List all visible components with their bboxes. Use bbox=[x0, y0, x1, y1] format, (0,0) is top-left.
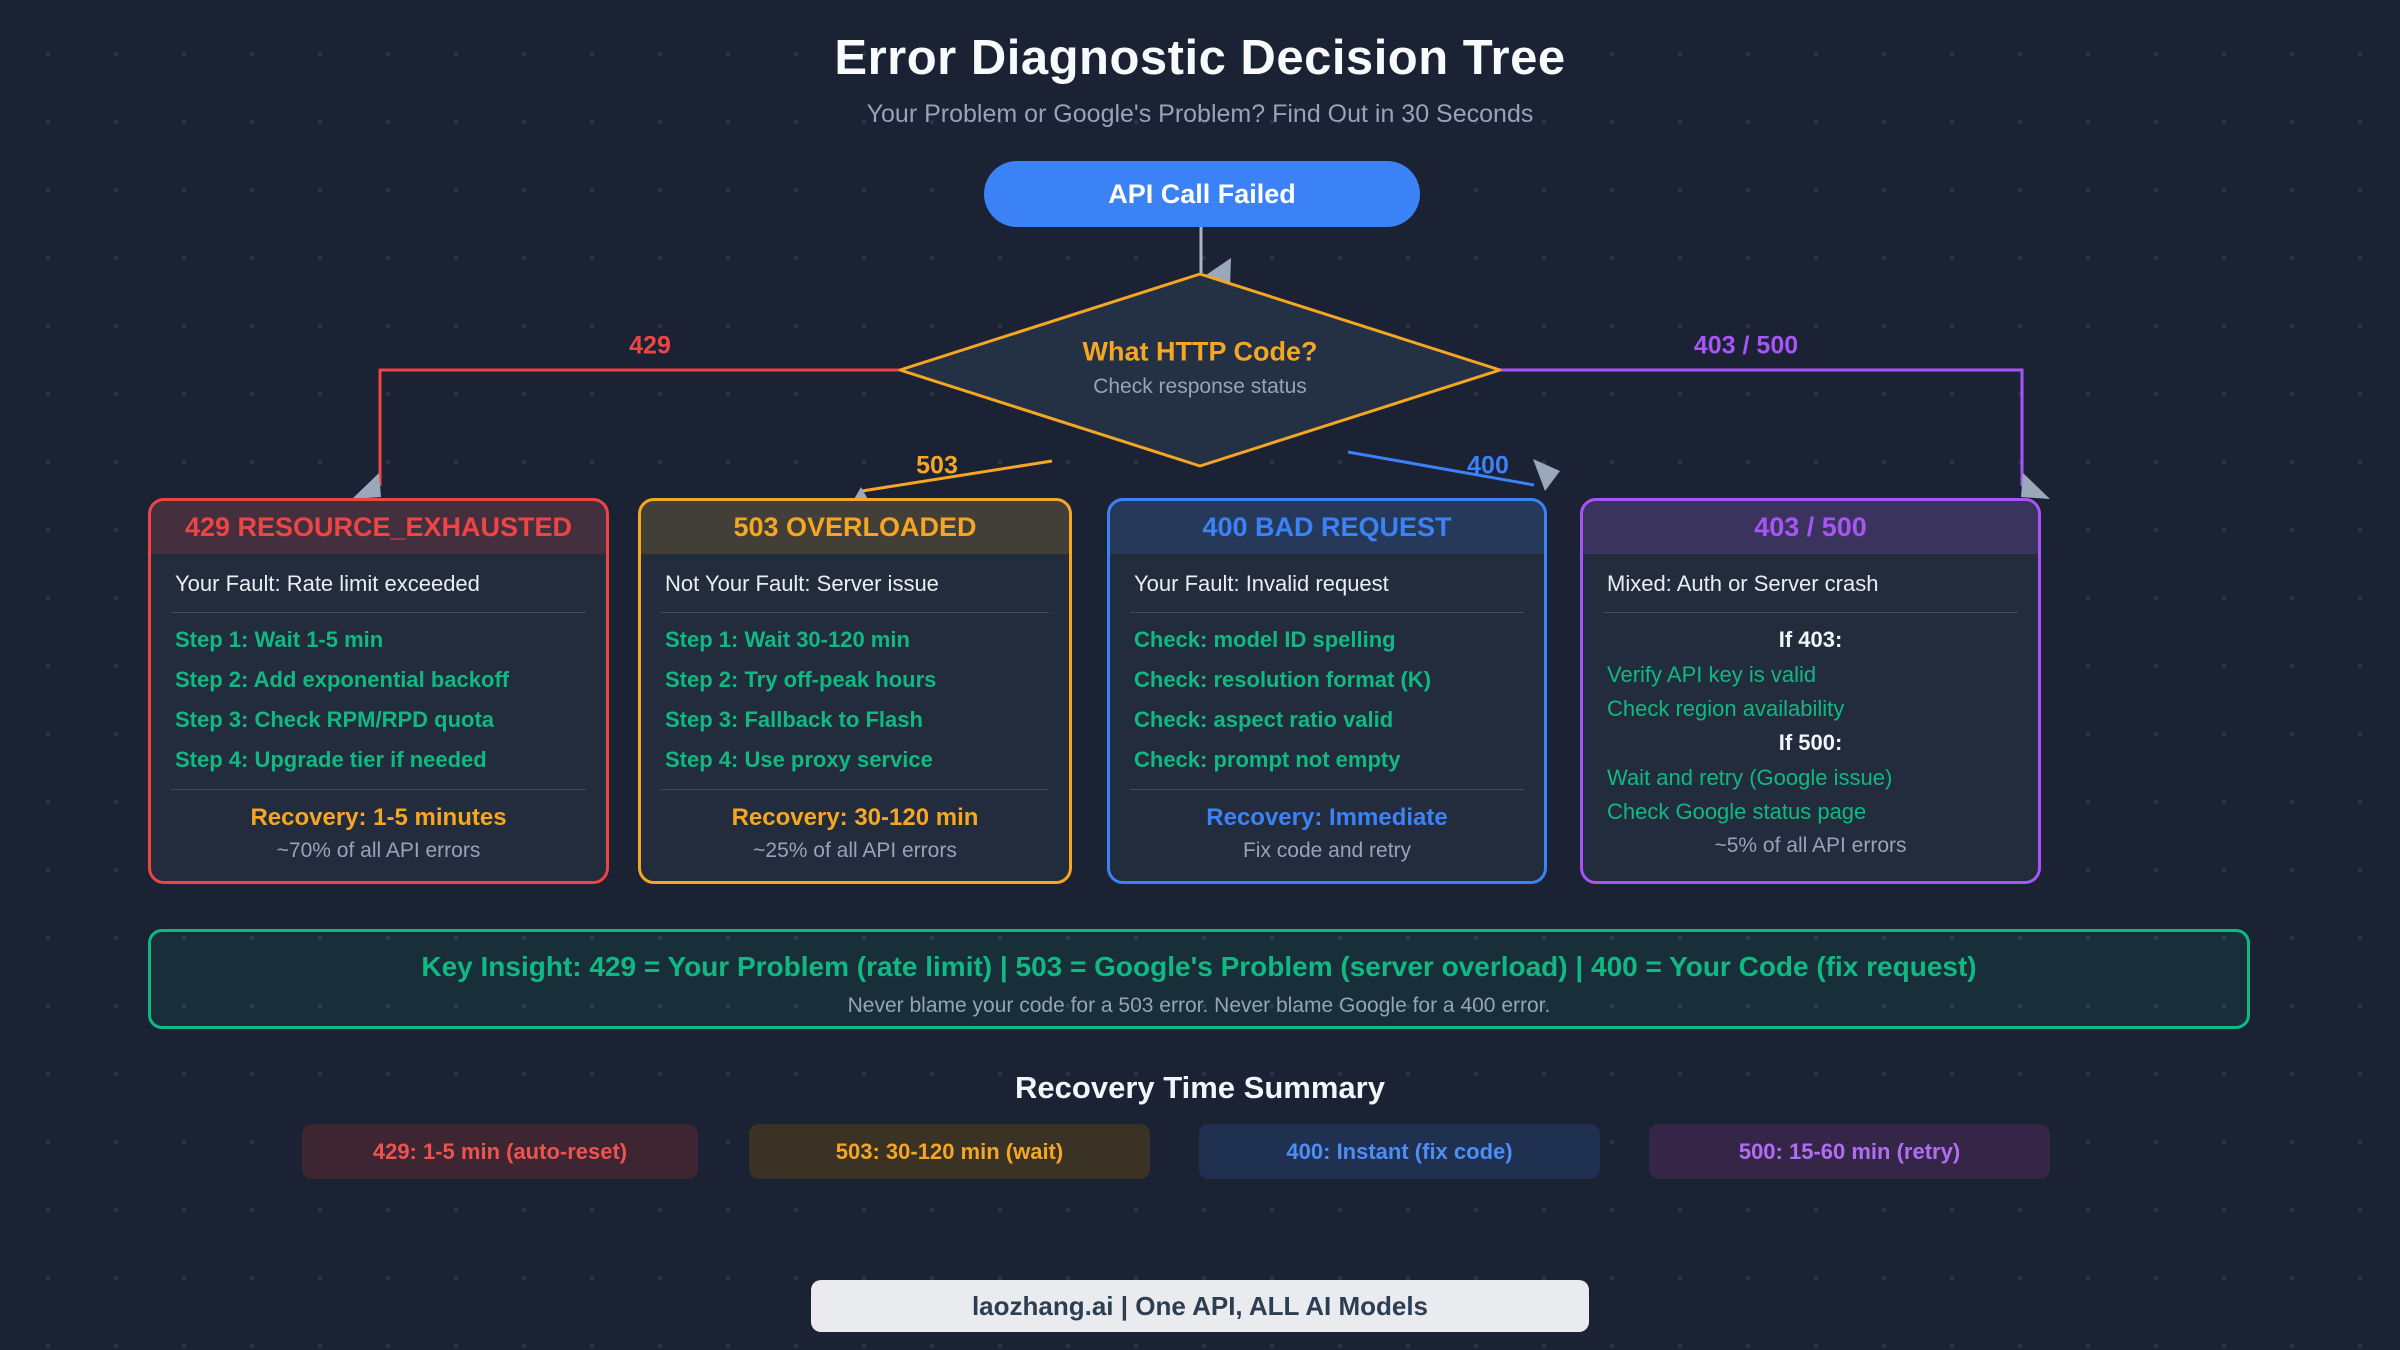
arrowhead-icon bbox=[1533, 459, 1560, 491]
arrowhead-icon bbox=[1203, 258, 1231, 288]
card-line-recovery: Recovery: 30-120 min bbox=[731, 804, 979, 831]
decision-title: What HTTP Code? bbox=[1082, 336, 1318, 367]
card-line-item: Check Google status page bbox=[1607, 799, 1867, 824]
arrowhead-icon bbox=[2021, 473, 2050, 499]
card-title: 400 BAD REQUEST bbox=[1110, 501, 1544, 554]
decision-diamond bbox=[898, 272, 1502, 468]
card-title: 429 RESOURCE_EXHAUSTED bbox=[151, 501, 606, 554]
divider bbox=[171, 612, 586, 613]
card-line-step: Step 2: Add exponential backoff bbox=[175, 667, 510, 692]
card-line-step: Step 4: Upgrade tier if needed bbox=[175, 747, 487, 772]
edge-label-403-500: 403 / 500 bbox=[1693, 331, 1799, 360]
divider bbox=[661, 612, 1049, 613]
key-insight-note: Never blame your code for a 503 error. N… bbox=[847, 994, 1551, 1017]
start-node-api-call-failed: API Call Failed bbox=[984, 161, 1420, 227]
card-line-step: Check: aspect ratio valid bbox=[1134, 707, 1394, 732]
card-line-step: Step 3: Fallback to Flash bbox=[665, 707, 923, 732]
card-title: 403 / 500 bbox=[1583, 501, 2038, 554]
arrowhead-icon bbox=[352, 473, 381, 499]
card-fault-text: Your Fault: Rate limit exceeded bbox=[175, 571, 480, 596]
chip-429-recovery: 429: 1-5 min (auto-reset) bbox=[302, 1124, 698, 1179]
card-line-step: Step 1: Wait 30-120 min bbox=[665, 627, 910, 652]
card-line-subhead: If 403: bbox=[1778, 627, 1843, 652]
card-line-recovery: Recovery: 1-5 minutes bbox=[250, 804, 507, 831]
card-line-note: ~25% of all API errors bbox=[753, 839, 957, 862]
card-400-bad-request: 400 BAD REQUEST Your Fault: Invalid requ… bbox=[1107, 498, 1547, 884]
card-503-overloaded: 503 OVERLOADED Not Your Fault: Server is… bbox=[638, 498, 1072, 884]
key-insight-banner: Key Insight: 429 = Your Problem (rate li… bbox=[148, 929, 2250, 1029]
card-line-item: Verify API key is valid bbox=[1607, 662, 1817, 687]
recovery-summary-heading: Recovery Time Summary bbox=[1015, 1070, 1385, 1105]
card-line-step: Check: model ID spelling bbox=[1134, 627, 1396, 652]
decision-subtitle: Check response status bbox=[1093, 375, 1307, 398]
card-403-500: 403 / 500 Mixed: Auth or Server crash If… bbox=[1580, 498, 2041, 884]
divider bbox=[1130, 789, 1524, 790]
card-line-step: Step 3: Check RPM/RPD quota bbox=[175, 707, 495, 732]
divider bbox=[1130, 612, 1524, 613]
card-line-note: ~70% of all API errors bbox=[276, 839, 481, 862]
card-line-recovery: Recovery: Immediate bbox=[1206, 804, 1448, 831]
card-line-step: Step 2: Try off-peak hours bbox=[665, 667, 937, 692]
card-line-subhead: If 500: bbox=[1778, 730, 1843, 755]
chip-400-recovery: 400: Instant (fix code) bbox=[1199, 1124, 1600, 1179]
chip-503-recovery: 503: 30-120 min (wait) bbox=[749, 1124, 1150, 1179]
card-line-step: Step 1: Wait 1-5 min bbox=[175, 627, 384, 652]
divider bbox=[661, 789, 1049, 790]
card-fault-text: Your Fault: Invalid request bbox=[1134, 571, 1389, 596]
card-fault-text: Mixed: Auth or Server crash bbox=[1607, 571, 1879, 596]
edge-429 bbox=[378, 368, 900, 486]
key-insight-headline: Key Insight: 429 = Your Problem (rate li… bbox=[421, 951, 1977, 982]
edge-label-503: 503 bbox=[916, 451, 958, 480]
card-title: 503 OVERLOADED bbox=[641, 501, 1069, 554]
divider bbox=[1603, 612, 2018, 613]
edge-403-500 bbox=[1500, 368, 2024, 486]
edge-label-429: 429 bbox=[629, 331, 671, 360]
card-line-item: Check region availability bbox=[1607, 696, 1845, 721]
page-title: Error Diagnostic Decision Tree bbox=[834, 31, 1566, 85]
card-line-note: ~5% of all API errors bbox=[1714, 834, 1907, 857]
card-429-resource-exhausted: 429 RESOURCE_EXHAUSTED Your Fault: Rate … bbox=[148, 498, 609, 884]
card-line-note: Fix code and retry bbox=[1242, 839, 1412, 862]
divider bbox=[171, 789, 586, 790]
page-subtitle: Your Problem or Google's Problem? Find O… bbox=[866, 100, 1534, 128]
chip-500-recovery: 500: 15-60 min (retry) bbox=[1649, 1124, 2050, 1179]
edge-label-400: 400 bbox=[1467, 451, 1509, 480]
laozhang-brand-badge: laozhang.ai | One API, ALL AI Models bbox=[811, 1280, 1589, 1332]
card-line-step: Step 4: Use proxy service bbox=[665, 747, 933, 772]
card-line-step: Check: resolution format (K) bbox=[1134, 667, 1432, 692]
card-fault-text: Not Your Fault: Server issue bbox=[665, 571, 939, 596]
card-line-item: Wait and retry (Google issue) bbox=[1607, 765, 1893, 790]
card-line-step: Check: prompt not empty bbox=[1134, 747, 1401, 772]
